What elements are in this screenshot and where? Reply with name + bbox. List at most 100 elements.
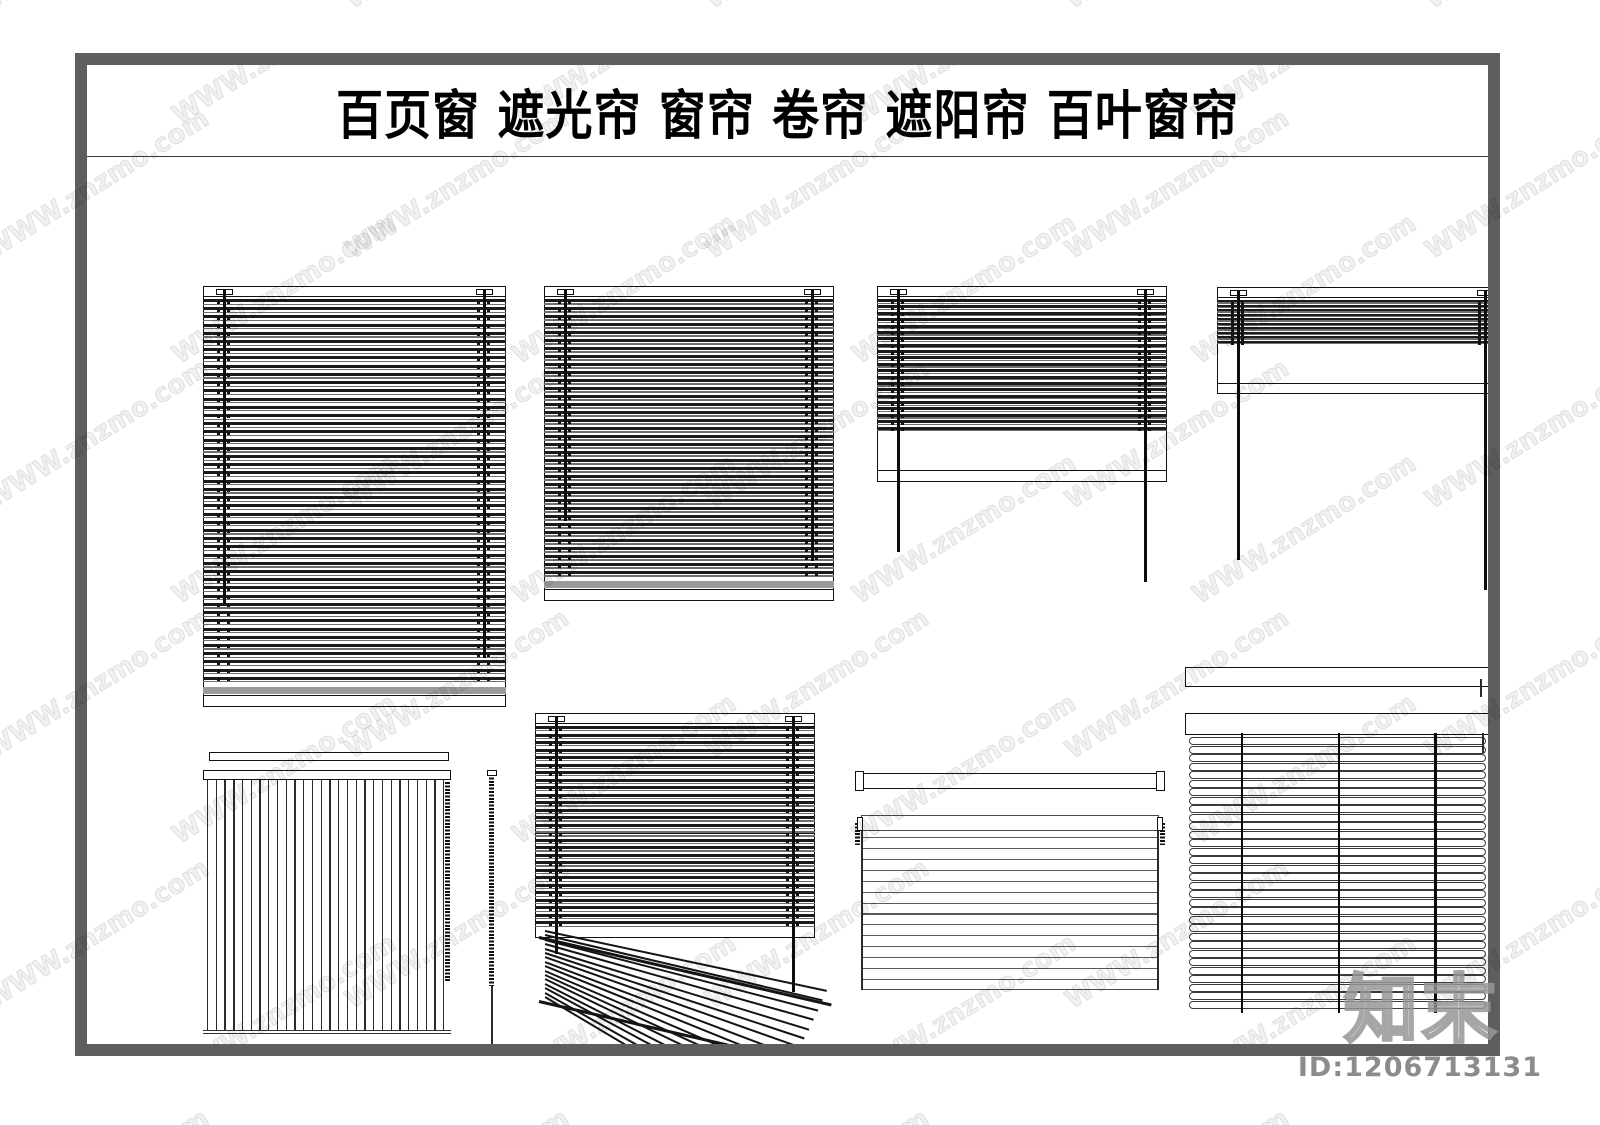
ladder-tick [805, 476, 808, 480]
roller-chain-left[interactable] [855, 823, 860, 845]
slat [203, 307, 506, 311]
vane[interactable] [320, 780, 322, 1031]
ladder-tick [796, 922, 799, 926]
control-rod[interactable] [491, 986, 493, 1044]
ladder-tick [558, 572, 561, 576]
slat [535, 883, 815, 887]
ladder-tick [796, 750, 799, 754]
ladder-tick [558, 548, 561, 552]
head-rail[interactable] [203, 286, 506, 297]
vane[interactable] [408, 780, 410, 1031]
slat [877, 407, 1167, 411]
lift-cord-left-drop[interactable] [897, 290, 900, 552]
ladder-tick [558, 452, 561, 456]
bottom-rail[interactable] [877, 470, 1167, 482]
vane[interactable] [250, 780, 252, 1031]
head-rail[interactable] [877, 286, 1167, 297]
slat [544, 547, 834, 550]
ladder-tick [487, 415, 490, 419]
vane[interactable] [338, 780, 340, 1031]
valance-body[interactable] [861, 773, 1159, 789]
slat-edge [203, 648, 506, 650]
head-rail[interactable] [1185, 713, 1488, 735]
vane[interactable] [434, 780, 436, 1031]
lift-cord-left[interactable] [564, 290, 567, 522]
lift-cord-left-long[interactable] [555, 717, 558, 954]
ladder-tick [901, 357, 904, 361]
ladder-tick [549, 915, 552, 919]
vane[interactable] [268, 780, 270, 1031]
ladder-tick [227, 431, 230, 435]
vane[interactable] [215, 780, 218, 1031]
slat [203, 422, 506, 426]
vane[interactable] [443, 780, 445, 1031]
ladder-tick [487, 505, 490, 509]
bead-chain[interactable] [445, 782, 450, 982]
vane[interactable] [425, 780, 427, 1031]
vane[interactable] [285, 780, 287, 1031]
vane[interactable] [259, 780, 261, 1031]
pelmet-body[interactable] [1185, 667, 1488, 687]
ladder-tick [796, 877, 799, 881]
tilt-wand[interactable] [1482, 733, 1484, 753]
lift-cord-right-drop[interactable] [1484, 291, 1487, 590]
slat-edge [535, 737, 815, 739]
lift-cord-right[interactable] [483, 290, 486, 659]
ladder-tick [559, 900, 562, 904]
slat [877, 318, 1167, 322]
ladder-cord[interactable] [1240, 733, 1244, 1013]
ladder-tick [805, 300, 808, 304]
ladder-tick [796, 787, 799, 791]
ladder-tick [815, 308, 818, 312]
vane[interactable] [241, 780, 244, 1031]
ladder-tick [227, 472, 230, 476]
slat-edge [203, 385, 506, 387]
bottom-rail[interactable] [1217, 383, 1488, 394]
lift-cord-left-drop[interactable] [1237, 291, 1240, 560]
control-chain[interactable] [489, 774, 494, 986]
lift-cord-right-drop[interactable] [1144, 290, 1147, 582]
vane[interactable] [207, 780, 209, 1031]
ladder-cord[interactable] [1434, 733, 1437, 1013]
slat-edge [544, 471, 834, 473]
bottom-rail[interactable] [544, 589, 834, 601]
vane[interactable] [416, 780, 419, 1031]
lift-cord-right-long[interactable] [792, 717, 795, 992]
ladder-tick [487, 407, 490, 411]
vane[interactable] [346, 780, 349, 1031]
vane[interactable] [233, 780, 235, 1031]
vertical-blind-head-rail[interactable] [203, 770, 451, 780]
vane[interactable] [381, 780, 384, 1031]
vane[interactable] [364, 780, 366, 1031]
head-rail[interactable] [535, 713, 815, 724]
bottom-rail[interactable] [203, 695, 506, 707]
vane[interactable] [329, 780, 331, 1031]
roller-chain-right[interactable] [1160, 823, 1165, 845]
pelmet-tilt-wand[interactable] [1480, 679, 1482, 697]
head-rail[interactable] [544, 286, 834, 297]
ladder-tick [568, 348, 571, 352]
roller-top-batten [861, 815, 1159, 831]
ladder-tick [217, 579, 220, 583]
vane[interactable] [390, 780, 392, 1031]
head-rail[interactable] [1217, 287, 1488, 298]
slat-edge [203, 508, 506, 511]
vane[interactable] [294, 780, 296, 1031]
ladder-tick [786, 802, 789, 806]
vertical-blind-top-rail[interactable] [209, 752, 449, 761]
vane[interactable] [303, 780, 305, 1031]
vane[interactable] [373, 780, 375, 1031]
vane[interactable] [224, 780, 226, 1031]
vane[interactable] [355, 780, 357, 1031]
slat [544, 451, 834, 454]
ladder-tick [568, 532, 571, 536]
lift-cord-left[interactable] [223, 290, 226, 605]
ladder-tick [559, 862, 562, 866]
vane[interactable] [276, 780, 279, 1031]
vane[interactable] [399, 780, 401, 1031]
vane[interactable] [311, 780, 314, 1031]
ladder-cord[interactable] [1337, 733, 1340, 1013]
slat-edge [203, 525, 506, 527]
lift-cord-right[interactable] [811, 290, 814, 561]
slat [544, 531, 834, 534]
